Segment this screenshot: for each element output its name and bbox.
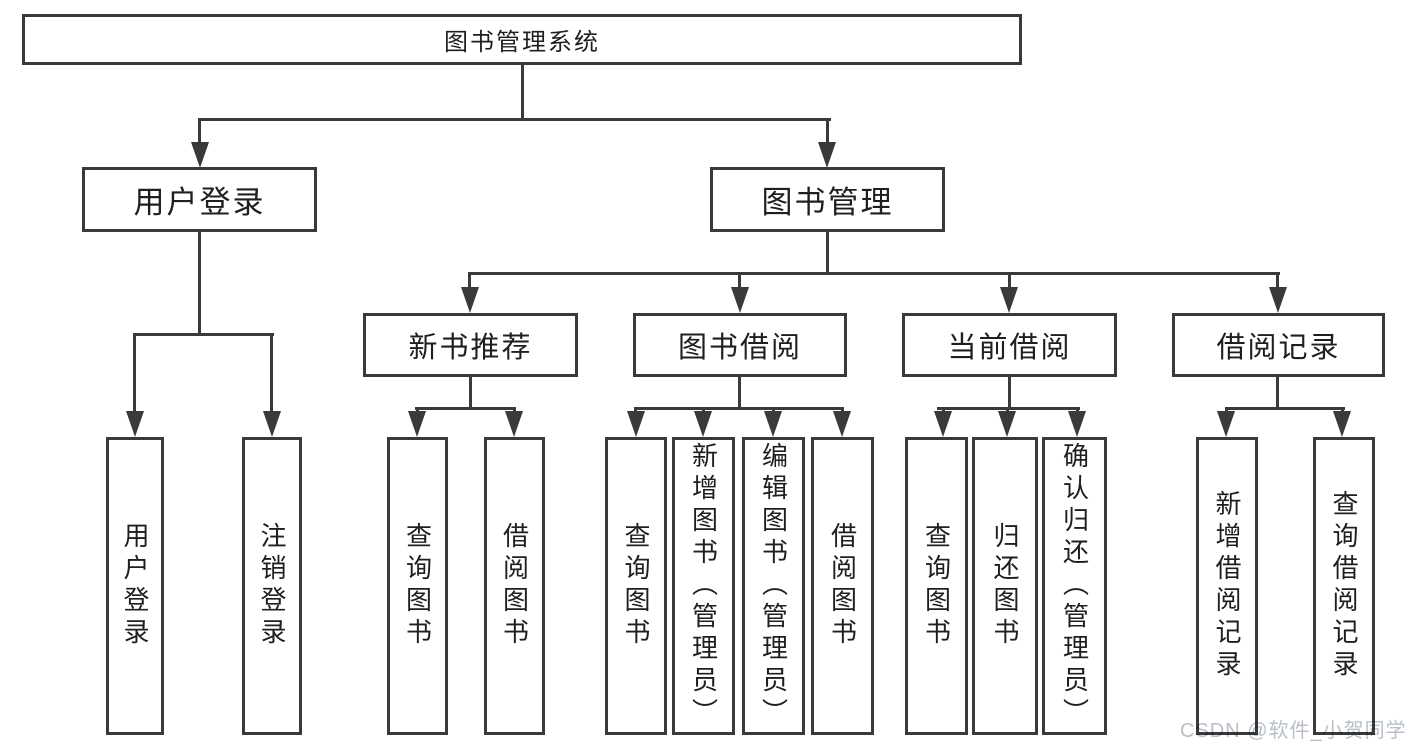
- node-borrow-records: 借阅记录: [1172, 313, 1385, 377]
- connector-new-book-rail: [415, 407, 516, 410]
- connector-book-borrow-rail: [634, 407, 844, 410]
- connector-stem-book-management: [826, 118, 829, 146]
- node-book-management: 图书管理: [710, 167, 945, 232]
- leaf-confirm-return-admin: 确认归还（管理员）: [1042, 437, 1107, 735]
- arrowhead-down-icon: [461, 287, 479, 313]
- leaf-user-login-label: 用户登录: [120, 522, 150, 650]
- watermark: CSDN @软件_小贺同学: [1180, 720, 1405, 742]
- leaf-query-book-borrow-label: 查询图书: [621, 522, 651, 650]
- arrowhead-down-icon: [934, 411, 952, 437]
- connector-user-login-trunk: [198, 232, 201, 336]
- connector-stem-leaf-logout: [270, 333, 273, 413]
- leaf-query-book-current-label: 查询图书: [921, 522, 952, 650]
- leaf-return-book-label: 归还图书: [990, 522, 1020, 650]
- leaf-user-login: 用户登录: [106, 437, 164, 735]
- connector-borrow-records-rail: [1225, 407, 1345, 410]
- connector-stem-book-borrow: [738, 272, 741, 291]
- leaf-add-book-admin-label: 新增图书（管理员）: [688, 442, 719, 730]
- leaf-borrow-book-label: 借阅图书: [827, 522, 858, 650]
- leaf-edit-book-admin: 编辑图书（管理员）: [742, 437, 805, 735]
- leaf-query-book-recommend: 查询图书: [387, 437, 448, 735]
- arrowhead-down-icon: [818, 142, 836, 168]
- connector-stem-borrow-records: [1276, 272, 1279, 291]
- arrowhead-down-icon: [764, 411, 782, 437]
- connector-book-borrow-trunk: [738, 377, 741, 410]
- connector-stem-leaf-login: [133, 333, 136, 413]
- arrowhead-down-icon: [505, 411, 523, 437]
- node-new-book-recommend: 新书推荐: [363, 313, 578, 377]
- arrowhead-down-icon: [1000, 287, 1018, 313]
- leaf-add-borrow-record-label: 新增借阅记录: [1212, 490, 1242, 682]
- arrowhead-down-icon: [833, 411, 851, 437]
- connector-root-trunk: [521, 65, 524, 121]
- node-current-borrow: 当前借阅: [902, 313, 1117, 377]
- node-book-borrow: 图书借阅: [633, 313, 847, 377]
- node-library-management-system: 图书管理系统: [22, 14, 1022, 65]
- arrowhead-down-icon: [694, 411, 712, 437]
- leaf-logout-login-label: 注销登录: [257, 522, 287, 650]
- arrowhead-down-icon: [191, 142, 209, 168]
- connector-current-borrow-trunk: [1008, 377, 1011, 410]
- connector-new-book-trunk: [469, 377, 472, 410]
- arrowhead-down-icon: [1333, 411, 1351, 437]
- node-user-login: 用户登录: [82, 167, 317, 232]
- leaf-query-book-recommend-label: 查询图书: [402, 522, 433, 650]
- leaf-borrow-book-recommend-label: 借阅图书: [499, 522, 530, 650]
- connector-level2-rail: [198, 118, 831, 121]
- leaf-add-book-admin: 新增图书（管理员）: [672, 437, 735, 735]
- leaf-add-borrow-record: 新增借阅记录: [1196, 437, 1258, 735]
- leaf-query-book-current: 查询图书: [905, 437, 968, 735]
- arrowhead-down-icon: [627, 411, 645, 437]
- connector-stem-user-login: [198, 118, 201, 146]
- arrowhead-down-icon: [1068, 411, 1086, 437]
- arrowhead-down-icon: [1269, 287, 1287, 313]
- leaf-edit-book-admin-label: 编辑图书（管理员）: [758, 442, 789, 730]
- connector-level3-rail: [469, 272, 1280, 275]
- leaf-borrow-book: 借阅图书: [811, 437, 874, 735]
- arrowhead-down-icon: [1217, 411, 1235, 437]
- connector-stem-current-borrow: [1008, 272, 1011, 291]
- leaf-logout-login: 注销登录: [242, 437, 302, 735]
- connector-book-management-trunk: [826, 231, 829, 275]
- arrowhead-down-icon: [263, 411, 281, 437]
- arrowhead-down-icon: [126, 411, 144, 437]
- leaf-return-book: 归还图书: [972, 437, 1038, 735]
- leaf-borrow-book-recommend: 借阅图书: [484, 437, 545, 735]
- arrowhead-down-icon: [731, 287, 749, 313]
- leaf-query-book-borrow: 查询图书: [605, 437, 667, 735]
- arrowhead-down-icon: [408, 411, 426, 437]
- leaf-query-borrow-record-label: 查询借阅记录: [1329, 490, 1359, 682]
- connector-user-login-rail: [133, 333, 274, 336]
- connector-stem-new-book: [468, 272, 471, 291]
- connector-borrow-records-trunk: [1276, 377, 1279, 410]
- leaf-query-borrow-record: 查询借阅记录: [1313, 437, 1375, 735]
- arrowhead-down-icon: [998, 411, 1016, 437]
- leaf-confirm-return-admin-label: 确认归还（管理员）: [1059, 442, 1090, 730]
